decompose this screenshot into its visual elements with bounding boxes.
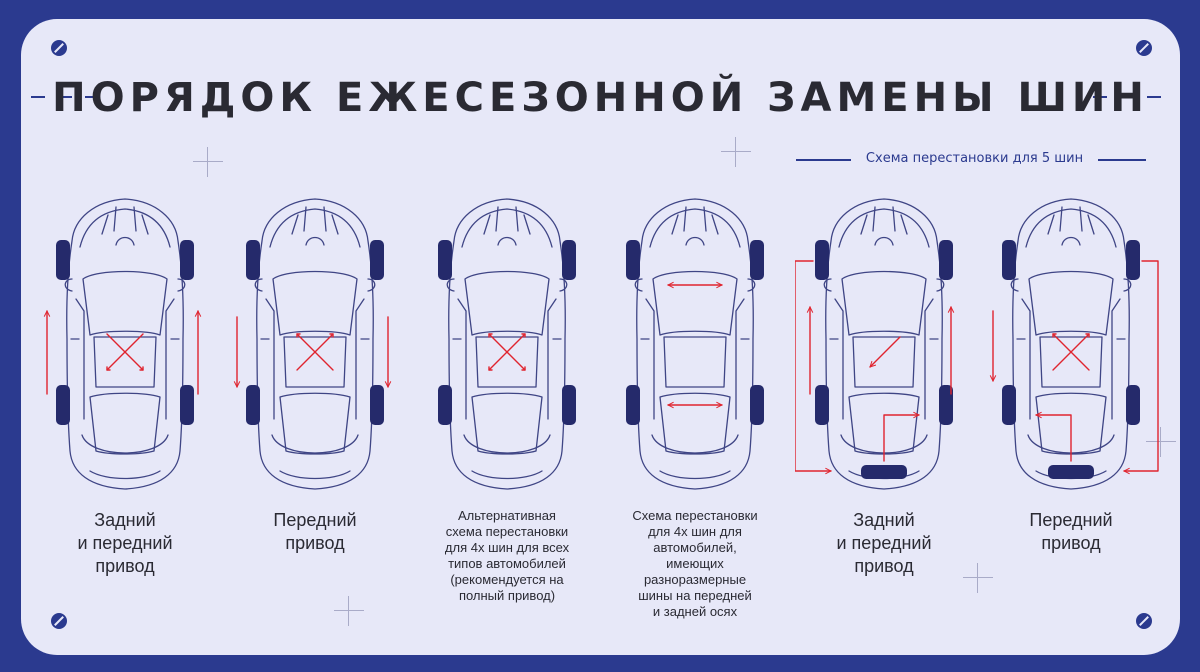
- car-outline: [254, 198, 376, 490]
- rotation-arrows: [237, 316, 388, 388]
- caption-staggered-4: Схема перестановки для 4х шин для автомо…: [632, 508, 758, 619]
- crosshair-icon: [1146, 427, 1176, 457]
- caption-fwd-5: Передний привод: [1029, 510, 1113, 553]
- tire-rotation-diagram: [626, 198, 764, 490]
- tire-rear-left: [56, 385, 70, 425]
- car-outline: [634, 198, 756, 490]
- tire-rotation-diagram: [438, 198, 576, 490]
- diagram-fwd-5: [982, 189, 1160, 509]
- tire-rotation-diagram: [226, 198, 404, 490]
- caption-rwd-4: Задний и передний привод: [77, 510, 173, 576]
- divider-dash: [1093, 96, 1107, 98]
- tire-front-left: [1002, 240, 1016, 280]
- tire-rear-right: [370, 385, 384, 425]
- diagram-staggered-4: [606, 189, 784, 509]
- rotation-arrows: [488, 333, 526, 371]
- crosshair-icon: [334, 596, 364, 626]
- five-tire-note: Схема перестановки для 5 шин: [796, 149, 1146, 169]
- note-label: Схема перестановки для 5 шин: [865, 151, 1084, 166]
- car-outline: [64, 198, 186, 490]
- screw-icon: [51, 40, 67, 56]
- tire-front-right: [1126, 240, 1140, 280]
- tire-rear-right: [1126, 385, 1140, 425]
- diagram-rwd-4: [36, 189, 214, 509]
- divider-dash: [1147, 96, 1161, 98]
- tire-front-right: [939, 240, 953, 280]
- infographic-card: ПОРЯДОК ЕЖЕСЕЗОННОЙ ЗАМЕНЫ ШИН Схема пер…: [21, 19, 1180, 655]
- divider-dash: [58, 96, 72, 98]
- tire-front-right: [370, 240, 384, 280]
- note-line: [796, 159, 851, 161]
- tire-rear-left: [626, 385, 640, 425]
- caption-alternative-4: Альтернативная схема перестановки для 4х…: [444, 508, 570, 603]
- tire-rear-right: [180, 385, 194, 425]
- rotation-arrows: [993, 260, 1159, 471]
- note-line: [1098, 159, 1146, 161]
- tire-front-right: [180, 240, 194, 280]
- tire-front-left: [815, 240, 829, 280]
- rotation-arrows: [47, 310, 198, 395]
- tire-spare: [1048, 465, 1094, 479]
- diagram-rwd-5: [795, 189, 973, 509]
- rotation-arrows: [667, 285, 723, 405]
- tire-front-left: [246, 240, 260, 280]
- tire-front-right: [562, 240, 576, 280]
- tire-rear-left: [815, 385, 829, 425]
- screw-icon: [51, 613, 67, 629]
- diagram-fwd-4: [226, 189, 404, 509]
- crosshair-icon: [721, 137, 751, 167]
- crosshair-icon: [193, 147, 223, 177]
- page-title: ПОРЯДОК ЕЖЕСЕЗОННОЙ ЗАМЕНЫ ШИН: [52, 75, 1149, 121]
- tire-rear-right: [939, 385, 953, 425]
- divider-dash: [1120, 96, 1134, 98]
- car-outline: [446, 198, 568, 490]
- tire-rear-left: [246, 385, 260, 425]
- diagram-alternative-4: [418, 189, 596, 509]
- crosshair-icon: [963, 563, 993, 593]
- tire-rotation-diagram: [795, 198, 973, 490]
- caption-rwd-5: Задний и передний привод: [836, 510, 932, 576]
- caption-fwd-4: Передний привод: [273, 510, 357, 553]
- divider-dash: [85, 96, 99, 98]
- tire-rotation-diagram: [982, 198, 1159, 490]
- screw-icon: [1136, 613, 1152, 629]
- tire-rotation-diagram: [36, 198, 214, 490]
- tire-spare: [861, 465, 907, 479]
- tire-rear-right: [750, 385, 764, 425]
- tire-front-right: [750, 240, 764, 280]
- tire-front-left: [56, 240, 70, 280]
- tire-front-left: [626, 240, 640, 280]
- screw-icon: [1136, 40, 1152, 56]
- tire-rear-right: [562, 385, 576, 425]
- divider-dash: [31, 96, 45, 98]
- tire-front-left: [438, 240, 452, 280]
- tire-rear-left: [438, 385, 452, 425]
- tire-rear-left: [1002, 385, 1016, 425]
- rotation-arrows: [795, 260, 951, 471]
